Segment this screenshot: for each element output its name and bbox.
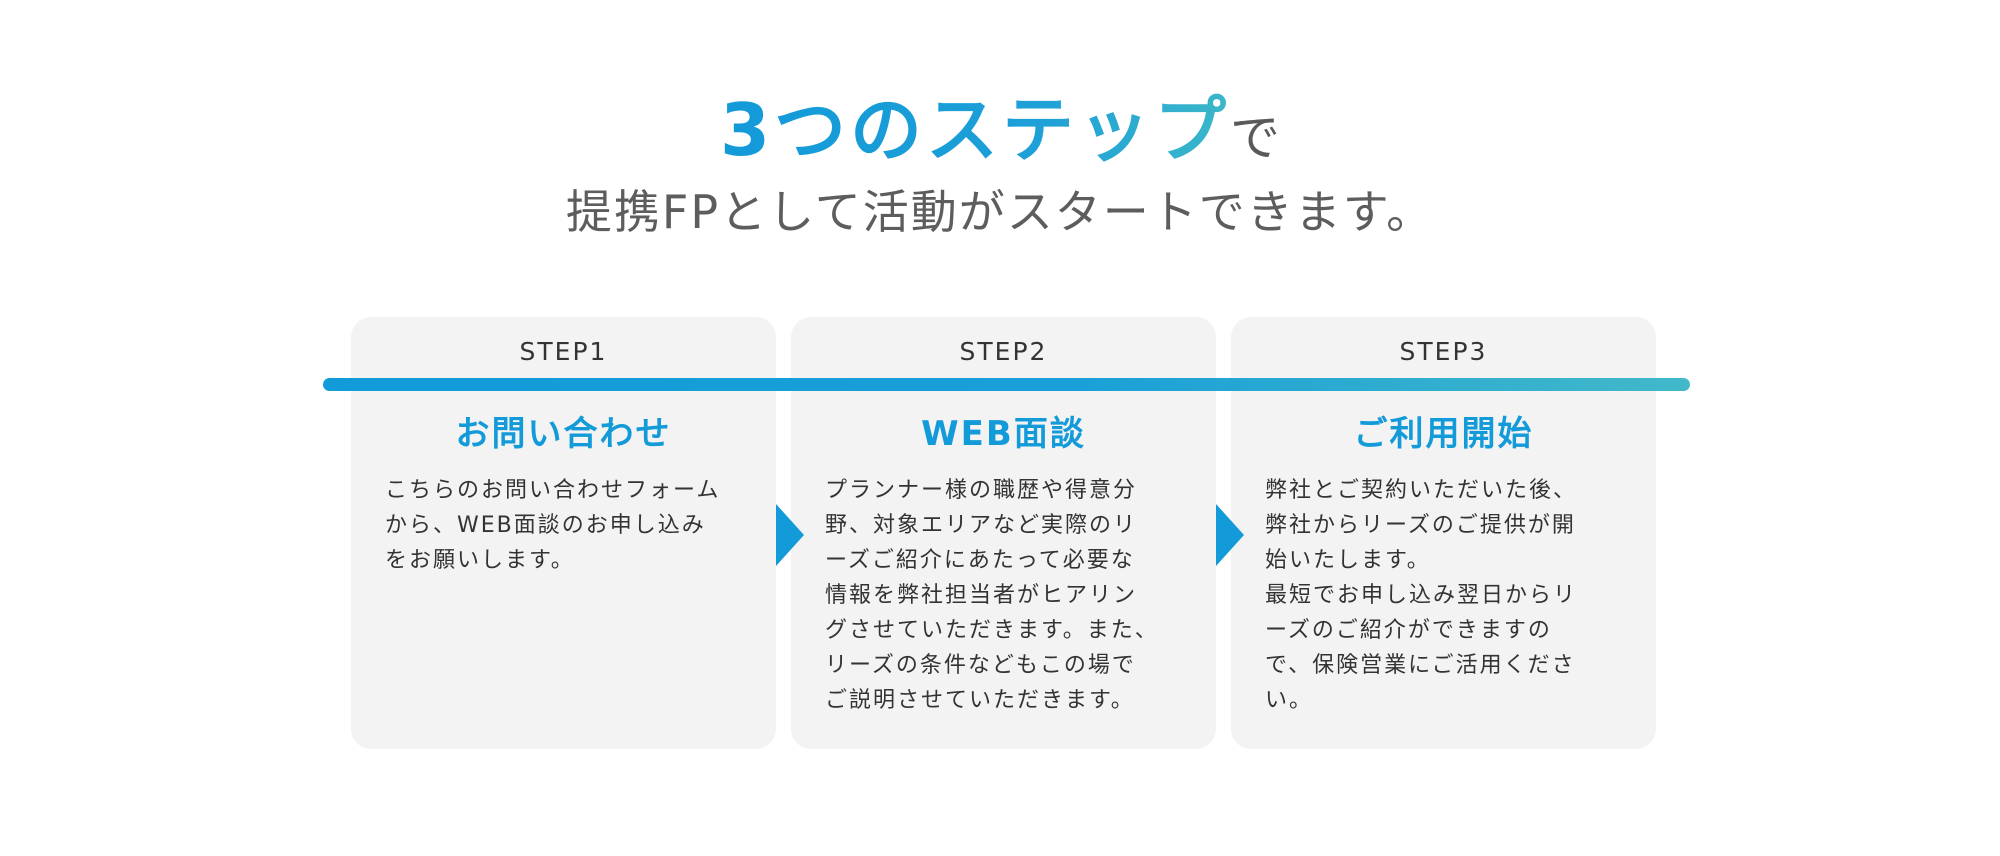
- step-description: こちらのお問い合わせフォーム から、WEB面談のお申し込み をお願いします。: [385, 478, 721, 573]
- step-title: お問い合わせ: [455, 414, 672, 454]
- step-label: STEP3: [1399, 337, 1488, 366]
- headline-accent: 3つのステップ: [719, 88, 1231, 172]
- step-description: プランナー様の職歴や得意分 野、対象エリアなど実際のリ ーズご紹介にあたって必要…: [825, 478, 1159, 713]
- step-title: WEB面談: [921, 414, 1086, 454]
- step-label: STEP1: [519, 337, 608, 366]
- headline-suffix: で: [1230, 109, 1281, 167]
- headline: 3つのステップで 提携FPとして活動がスタートできます。: [0, 88, 2000, 242]
- headline-main: 3つのステップで: [0, 88, 2000, 180]
- headline-subline: 提携FPとして活動がスタートできます。: [565, 185, 1435, 239]
- step-arrow-icon: [776, 504, 804, 566]
- timeline-bar: [323, 378, 1690, 391]
- step-title: ご利用開始: [1353, 414, 1534, 454]
- step-label: STEP2: [959, 337, 1048, 366]
- step-description: 弊社とご契約いただいた後、 弊社からリーズのご提供が開 始いたします。 最短でお…: [1265, 478, 1578, 713]
- step-arrow-icon: [1216, 504, 1244, 566]
